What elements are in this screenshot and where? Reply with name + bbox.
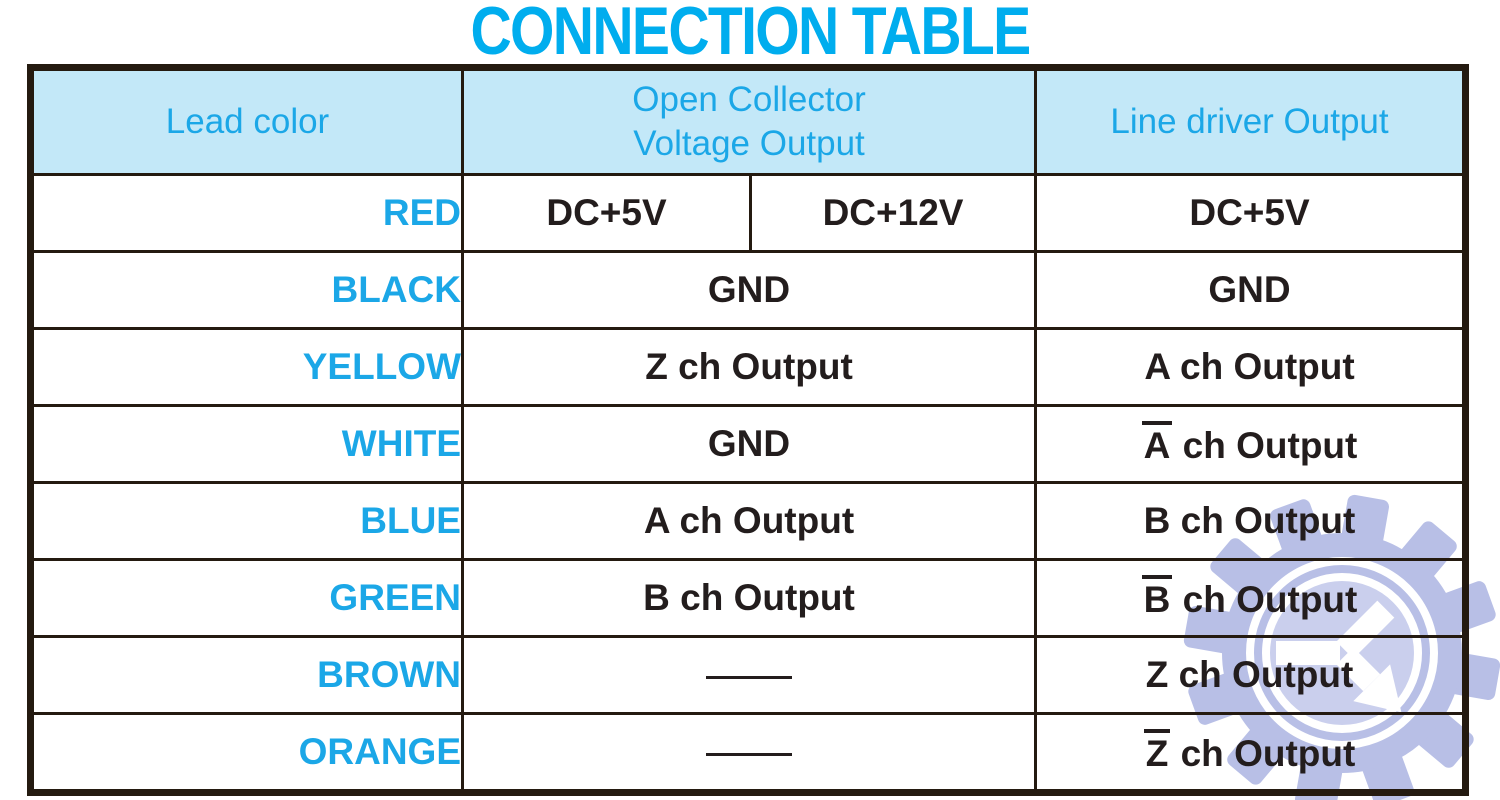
lead-color-cell: BLUE bbox=[29, 481, 464, 561]
line-driver-cell: Z ch Output bbox=[1034, 712, 1468, 794]
line-driver-cell: A ch Output bbox=[1034, 327, 1468, 407]
open-collector-cell: B ch Output bbox=[460, 558, 1038, 638]
open-collector-cell bbox=[460, 635, 1038, 715]
line-driver-cell: Z ch Output bbox=[1034, 635, 1468, 715]
header-open-collector-line2: Voltage Output bbox=[633, 124, 865, 163]
overline-signal-letter: Z bbox=[1143, 729, 1171, 772]
open-collector-cell bbox=[460, 712, 1038, 794]
table-row: ORANGE Z ch Output bbox=[29, 712, 1468, 794]
line-driver-cell: GND bbox=[1034, 250, 1468, 330]
open-collector-cell: DC+12V bbox=[748, 173, 1038, 253]
lead-color-cell: RED bbox=[29, 173, 464, 253]
connection-table: Lead color Open Collector Voltage Output… bbox=[27, 64, 1470, 796]
page-title: CONNECTION TABLE bbox=[470, 0, 1031, 69]
header-lead-color: Lead color bbox=[29, 66, 464, 176]
header-lead-color-label: Lead color bbox=[165, 102, 330, 142]
header-open-collector-line1: Open Collector bbox=[632, 80, 866, 120]
lead-color-cell: YELLOW bbox=[29, 327, 464, 407]
line-driver-cell: B ch Output bbox=[1034, 558, 1468, 638]
open-collector-cell: GND bbox=[460, 404, 1038, 484]
header-row: Lead color Open Collector Voltage Output… bbox=[29, 66, 1468, 176]
dash-placeholder bbox=[706, 752, 792, 756]
open-collector-cell: GND bbox=[460, 250, 1038, 330]
lead-color-cell: WHITE bbox=[29, 404, 464, 484]
open-collector-cell: A ch Output bbox=[460, 481, 1038, 561]
table-row: BROWN Z ch Output bbox=[29, 635, 1468, 715]
line-driver-cell: B ch Output bbox=[1034, 481, 1468, 561]
overline-signal-letter: B bbox=[1141, 575, 1173, 618]
header-open-collector: Open Collector Voltage Output bbox=[460, 66, 1038, 176]
lead-color-cell: ORANGE bbox=[29, 712, 464, 794]
lead-color-cell: BLACK bbox=[29, 250, 464, 330]
open-collector-cell: Z ch Output bbox=[460, 327, 1038, 407]
line-driver-cell: DC+5V bbox=[1034, 173, 1468, 253]
lead-color-cell: GREEN bbox=[29, 558, 464, 638]
table-header: Lead color Open Collector Voltage Output… bbox=[29, 66, 1468, 176]
lead-color-cell: BROWN bbox=[29, 635, 464, 715]
open-collector-cell: DC+5V bbox=[461, 173, 752, 253]
line-driver-cell: A ch Output bbox=[1034, 404, 1468, 484]
overline-signal-letter: A bbox=[1141, 421, 1173, 464]
header-line-driver-label: Line driver Output bbox=[1110, 102, 1389, 142]
dash-placeholder bbox=[706, 675, 792, 679]
header-line-driver: Line driver Output bbox=[1034, 66, 1468, 176]
